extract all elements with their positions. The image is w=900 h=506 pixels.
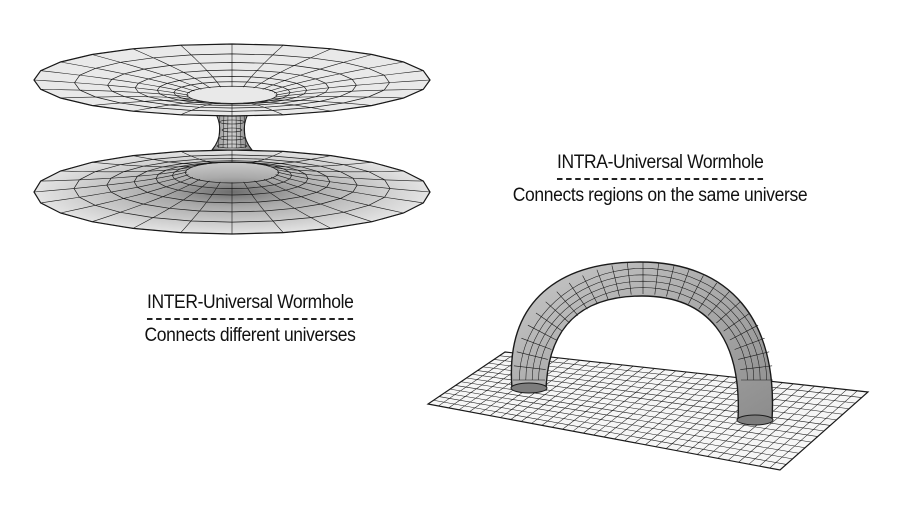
top-sheet-radial	[242, 44, 284, 88]
arch-ring	[527, 324, 557, 341]
top-sheet-radial	[33, 79, 189, 96]
top-sheet-radial	[273, 89, 424, 98]
bottom-sheet-radial	[263, 162, 373, 168]
grid-line	[499, 355, 862, 398]
intra-universal-title: INTRA-Universal Wormhole	[556, 152, 764, 180]
arch-ring	[568, 282, 588, 310]
top-sheet-radial	[262, 99, 373, 106]
intra-universal-wormhole-illustration	[426, 261, 870, 471]
grid-line	[493, 359, 856, 404]
top-sheet-radial	[132, 48, 211, 89]
bottom-sheet-radial	[275, 169, 424, 182]
bottom-sheet-radial	[91, 162, 201, 168]
arch-ring	[582, 275, 598, 305]
top-sheet-radial	[273, 70, 424, 94]
arch-ring	[688, 275, 704, 305]
arch-ring	[513, 365, 546, 370]
arch-ring	[545, 301, 570, 324]
top-sheet-radial	[60, 61, 195, 92]
bottom-sheet-radial	[275, 174, 424, 204]
arch-ring	[611, 265, 620, 297]
arch-ring	[729, 324, 759, 341]
bottom-sheet-radial	[40, 169, 189, 182]
inter-universal-description: Connects different universes	[144, 325, 356, 346]
bottom-sheet-radial	[33, 171, 187, 193]
throat-line	[239, 111, 242, 149]
bottom-sheet-radial	[270, 176, 404, 214]
grid-line	[433, 400, 787, 465]
arch-ring	[723, 312, 751, 332]
top-sheet-radial	[243, 102, 284, 116]
arch-foot-right	[736, 414, 774, 426]
top-sheet-radial	[275, 79, 431, 96]
grid-plane	[426, 351, 870, 471]
arch-ring	[521, 337, 552, 350]
top-sheet-radial	[180, 44, 222, 88]
top-sheet-radial	[269, 96, 404, 100]
top-sheet-radial	[253, 48, 332, 89]
throat-line	[218, 111, 221, 149]
arch-ring	[677, 269, 690, 300]
bottom-sheet-radial	[60, 166, 193, 173]
intra-universal-description: Connects regions on the same universe	[512, 185, 808, 206]
grid-line	[449, 388, 806, 448]
bottom-sheet-radial	[180, 181, 221, 233]
arch-ring	[596, 269, 609, 300]
arch-ring	[734, 337, 765, 350]
bottom-sheet-radial	[243, 151, 284, 164]
inter-universal-caption: INTER-Universal Wormhole Connects differ…	[90, 292, 410, 348]
grid-line	[444, 392, 799, 454]
bottom-sheet-radial	[60, 176, 194, 214]
bottom-sheet-radial	[254, 180, 332, 229]
bottom-sheet-radial	[271, 166, 404, 173]
throat-line	[227, 111, 229, 149]
bottom-sheet-radial	[254, 155, 332, 165]
bottom-sheet-radial	[263, 178, 373, 222]
throat-line	[235, 111, 237, 149]
arch-ring	[516, 351, 548, 360]
arch-ring	[535, 312, 563, 332]
bottom-sheet-radial	[132, 180, 210, 229]
top-sheet-radial	[91, 54, 202, 90]
arch-ring	[740, 365, 773, 370]
grid-line	[438, 396, 793, 460]
bottom-sheet-radial	[277, 171, 431, 193]
bottom-sheet-radial	[243, 181, 284, 233]
inter-universal-title: INTER-Universal Wormhole	[146, 292, 354, 320]
arch-ring	[707, 291, 730, 316]
bottom-sheet-radial	[40, 174, 189, 204]
arch-ring	[627, 262, 632, 295]
arch-seam	[525, 274, 761, 381]
top-sheet-radial	[253, 101, 332, 112]
arch-ring	[654, 262, 659, 295]
inter-universal-wormhole-illustration	[33, 43, 431, 235]
top-sheet-radial	[60, 96, 195, 100]
top-sheet-radial	[40, 70, 191, 94]
arch-seam	[519, 268, 767, 381]
top-sheet-radial	[91, 99, 202, 106]
arch-ring	[698, 282, 718, 310]
arch-seam	[538, 287, 748, 381]
top-sheet-radial	[262, 54, 373, 90]
throat-line	[243, 111, 246, 149]
arch-ring	[738, 351, 770, 360]
grid-line	[488, 362, 850, 409]
arch-ring	[666, 265, 675, 297]
bottom-sheet-radial	[91, 178, 201, 222]
bottom-sheet-radial	[180, 151, 221, 164]
throat-line	[222, 111, 225, 149]
top-sheet-radial	[40, 89, 191, 98]
bottom-sheet-radial	[132, 155, 210, 165]
arch-foot-left	[510, 382, 548, 394]
top-sheet-radial	[180, 102, 221, 116]
arch-seam	[531, 280, 755, 381]
arch-ring	[716, 301, 741, 324]
intra-universal-caption: INTRA-Universal Wormhole Connects region…	[480, 152, 840, 208]
top-sheet-radial	[269, 61, 404, 92]
arch-ring	[556, 291, 579, 316]
grid-line	[455, 385, 812, 443]
top-sheet-radial	[132, 101, 211, 112]
